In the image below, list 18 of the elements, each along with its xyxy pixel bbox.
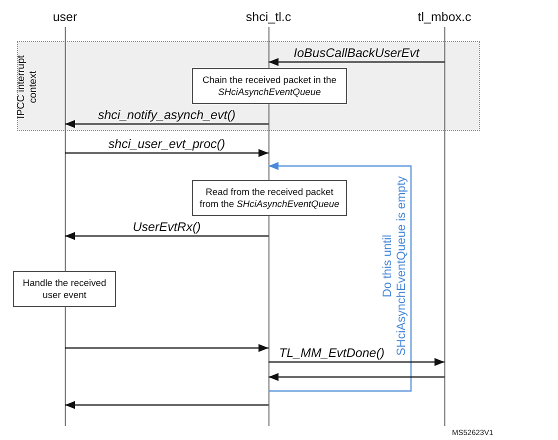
message-arrow	[65, 232, 268, 240]
message-arrow	[268, 58, 444, 66]
message-arrow	[65, 344, 268, 352]
edge-label: IoBusCallBackUserEvt	[292, 46, 422, 60]
context-label: IPCC interrupt context	[16, 54, 40, 120]
edge-label: UserEvtRx()	[130, 220, 203, 234]
note-box: Handle the received user event	[13, 271, 116, 307]
message-arrow	[65, 149, 268, 157]
message-arrow	[65, 120, 268, 128]
message-arrow	[65, 401, 268, 409]
loop-arrow	[268, 162, 412, 392]
interrupt-context-band	[17, 41, 480, 131]
message-arrow	[268, 358, 444, 366]
edge-label: shci_notify_asynch_evt()	[96, 108, 238, 122]
message-arrow	[268, 373, 444, 381]
note-box: Read from the received packet from the SHciAsynchEventQueue	[192, 180, 347, 216]
note-box: Chain the received packet in the SHciAsynchEventQueue	[192, 68, 347, 104]
edge-label: shci_user_evt_proc()	[106, 137, 228, 151]
